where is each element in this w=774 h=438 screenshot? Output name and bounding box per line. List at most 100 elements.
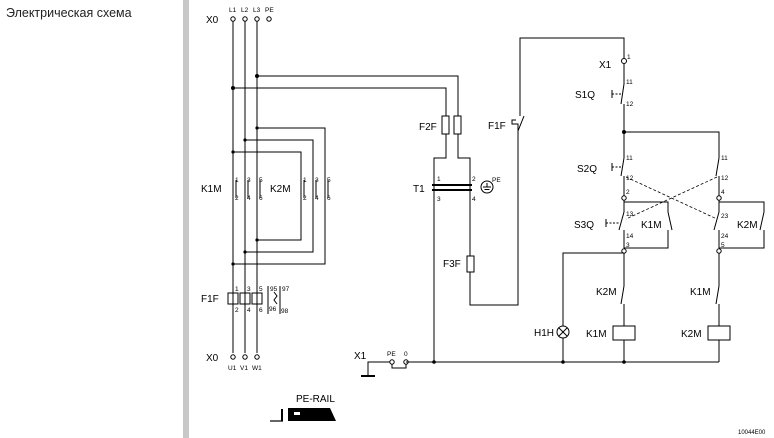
k1m-hold-contact xyxy=(667,211,673,231)
s1q-label: S1Q xyxy=(575,90,595,101)
cross-link-2 xyxy=(625,176,718,220)
svg-text:6: 6 xyxy=(259,195,263,202)
svg-text:5: 5 xyxy=(327,177,331,184)
svg-text:14: 14 xyxy=(626,233,634,240)
x0-top-label: X0 xyxy=(206,15,219,26)
node-right-5 xyxy=(716,248,722,254)
f1f-element-2 xyxy=(239,292,251,305)
svg-text:1: 1 xyxy=(235,177,239,184)
svg-text:1: 1 xyxy=(303,177,307,184)
x1-top-label: X1 xyxy=(599,60,612,71)
node-left-2 xyxy=(621,195,627,201)
svg-text:12: 12 xyxy=(626,175,634,182)
x0-bottom-label: X0 xyxy=(206,353,219,364)
k2m-main-label: K2M xyxy=(270,184,291,195)
f1f-element-3 xyxy=(251,292,263,305)
svg-text:3: 3 xyxy=(247,286,251,293)
terminal-pe xyxy=(266,16,272,22)
f2f-label: F2F xyxy=(419,122,437,133)
svg-text:1: 1 xyxy=(437,176,441,183)
svg-text:2: 2 xyxy=(626,189,630,196)
terminal-l1 xyxy=(230,16,236,22)
terminal-w1-label: W1 xyxy=(252,365,262,372)
svg-text:2: 2 xyxy=(472,176,476,183)
node-right-4 xyxy=(716,195,722,201)
fuse-f2f-1 xyxy=(441,115,450,135)
terminal-w1 xyxy=(254,354,260,360)
svg-text:6: 6 xyxy=(259,307,263,314)
svg-text:2: 2 xyxy=(235,195,239,202)
control-supply: F2F T1 1 2 3 4 PE F3F F1F xyxy=(413,37,625,362)
svg-text:3: 3 xyxy=(626,242,630,249)
page-title: Электрическая схема xyxy=(6,6,132,20)
pe-rail-label: PE-RAIL xyxy=(296,394,335,405)
svg-text:6: 6 xyxy=(327,195,331,202)
terminal-x1-top xyxy=(621,58,627,64)
control-circuit: X1 1 S1Q 11 12 S2Q 11 12 11 12 2 4 xyxy=(354,54,765,377)
svg-text:13: 13 xyxy=(626,211,634,218)
svg-text:3: 3 xyxy=(247,177,251,184)
k2m-hold-contact xyxy=(759,211,765,231)
terminal-v1 xyxy=(242,354,248,360)
svg-text:95: 95 xyxy=(270,286,278,293)
f1f-aux-label: F1F xyxy=(488,121,506,132)
svg-text:5: 5 xyxy=(721,242,725,249)
svg-text:4: 4 xyxy=(247,195,251,202)
svg-text:11: 11 xyxy=(626,79,633,86)
k1m-main-label: K1M xyxy=(201,184,222,195)
svg-text:4: 4 xyxy=(721,189,725,196)
panel-divider xyxy=(183,0,189,438)
s3q-contact xyxy=(618,211,625,231)
f1f-aux-contact xyxy=(517,115,525,132)
svg-text:97: 97 xyxy=(282,286,290,293)
k1m-coil-label: K1M xyxy=(586,329,607,340)
svg-text:23: 23 xyxy=(721,213,729,220)
svg-text:5: 5 xyxy=(259,286,263,293)
svg-text:2: 2 xyxy=(235,307,239,314)
coil-k2m xyxy=(707,325,731,341)
s2q-contact xyxy=(620,157,625,177)
phase-l3-label: L3 xyxy=(253,7,261,14)
k2m-interlock-label: K2M xyxy=(596,287,617,298)
s2q-label: S2Q xyxy=(577,164,597,175)
svg-text:12: 12 xyxy=(721,175,729,182)
coil-k1m xyxy=(612,325,636,341)
terminal-l2 xyxy=(242,16,248,22)
terminal-v1-label: V1 xyxy=(240,365,248,372)
right-no-contact xyxy=(713,211,720,231)
f3f-label: F3F xyxy=(443,259,461,270)
pe-rail: PE-RAIL xyxy=(270,394,336,422)
svg-text:2: 2 xyxy=(303,195,307,202)
svg-text:24: 24 xyxy=(721,233,729,240)
ground-icon xyxy=(480,180,494,194)
svg-text:96: 96 xyxy=(269,306,277,313)
k2m-interlock-contact xyxy=(620,285,625,305)
k2m-hold-label: K2M xyxy=(737,220,758,231)
fuse-f3f xyxy=(466,255,475,273)
svg-text:4: 4 xyxy=(472,196,476,203)
k2m-coil-label: K2M xyxy=(681,329,702,340)
h1h-label: H1H xyxy=(534,328,554,339)
s1q-contact xyxy=(620,83,625,105)
t1-pe-label: PE xyxy=(492,177,501,184)
svg-text:0: 0 xyxy=(404,351,408,358)
svg-text:3: 3 xyxy=(437,196,441,203)
svg-text:11: 11 xyxy=(626,155,633,162)
k1m-hold-label: K1M xyxy=(641,220,662,231)
terminal-u1 xyxy=(230,354,236,360)
k2m-nc-contact xyxy=(715,157,720,177)
svg-text:5: 5 xyxy=(259,177,263,184)
svg-text:1: 1 xyxy=(235,286,239,293)
svg-text:11: 11 xyxy=(721,155,728,162)
t1-label: T1 xyxy=(413,184,425,195)
terminal-x1-pe xyxy=(389,359,395,365)
terminal-l3 xyxy=(254,16,260,22)
phase-l1-label: L1 xyxy=(229,7,237,14)
phase-pe-label: PE xyxy=(265,7,274,14)
svg-text:12: 12 xyxy=(626,101,634,108)
svg-text:3: 3 xyxy=(315,177,319,184)
reference-code: 10044E00 xyxy=(738,430,766,436)
phase-l2-label: L2 xyxy=(241,7,249,14)
pe-rail-icon xyxy=(288,408,336,421)
